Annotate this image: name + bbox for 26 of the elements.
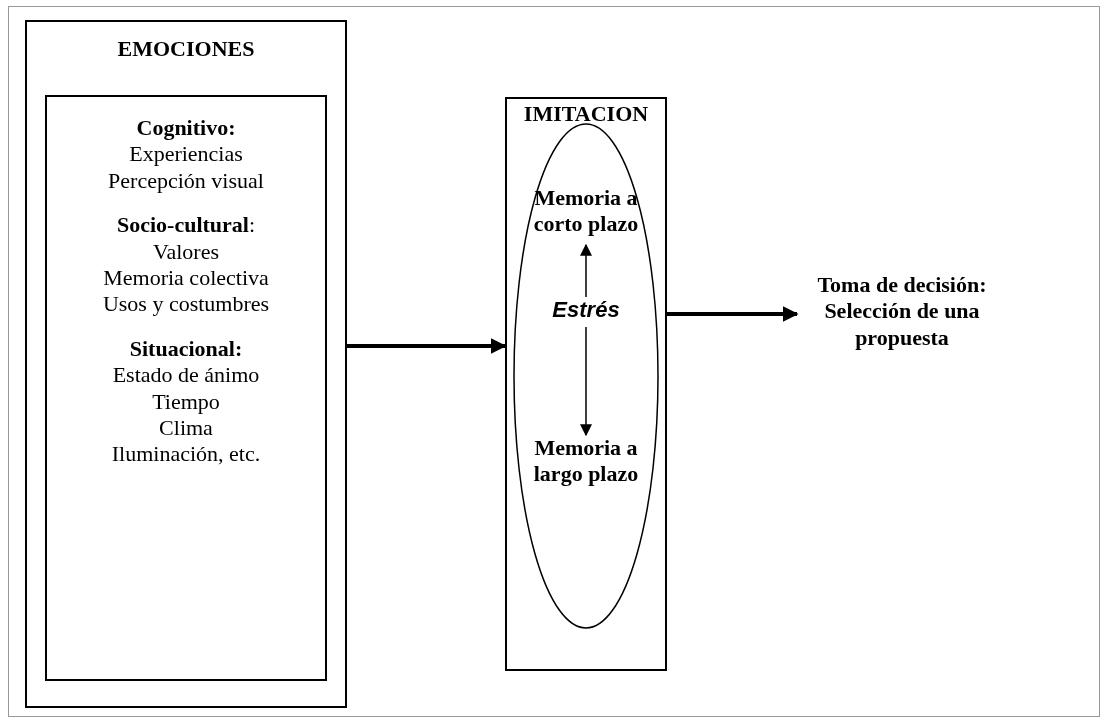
process-box <box>45 95 327 681</box>
node-text: Clima <box>159 414 213 442</box>
box-heading: IMITACION <box>523 101 649 128</box>
node-text: Experiencias <box>129 141 243 168</box>
node-text: Situacional: <box>129 335 243 363</box>
node-text: Tiempo <box>152 388 220 415</box>
arrow <box>667 306 799 322</box>
node-text: Estado de ánimo <box>112 362 260 389</box>
node-text: Toma de decisión: Selección de una propuesta <box>816 272 988 352</box>
node-text: Valores <box>153 238 219 265</box>
arrow <box>580 243 592 298</box>
node-text: Memoria colectiva <box>103 264 269 292</box>
process-box <box>25 20 347 708</box>
node-text: Iluminación, etc. <box>111 441 261 468</box>
arrow <box>347 338 507 354</box>
ellipse-shape <box>513 123 659 629</box>
node-text: Estrés <box>552 297 620 324</box>
node-text: Percepción visual <box>108 167 264 195</box>
node-text: Memoria a largo plazo <box>532 435 640 488</box>
node-text: Memoria a corto plazo <box>532 185 640 238</box>
node-text: Cognitivo: <box>136 115 236 142</box>
arrow <box>580 326 592 437</box>
node-text: Socio-cultural: <box>116 212 256 239</box>
node-text: Usos y costumbres <box>102 291 270 318</box>
box-heading: EMOCIONES <box>117 36 255 63</box>
process-box <box>505 97 667 671</box>
